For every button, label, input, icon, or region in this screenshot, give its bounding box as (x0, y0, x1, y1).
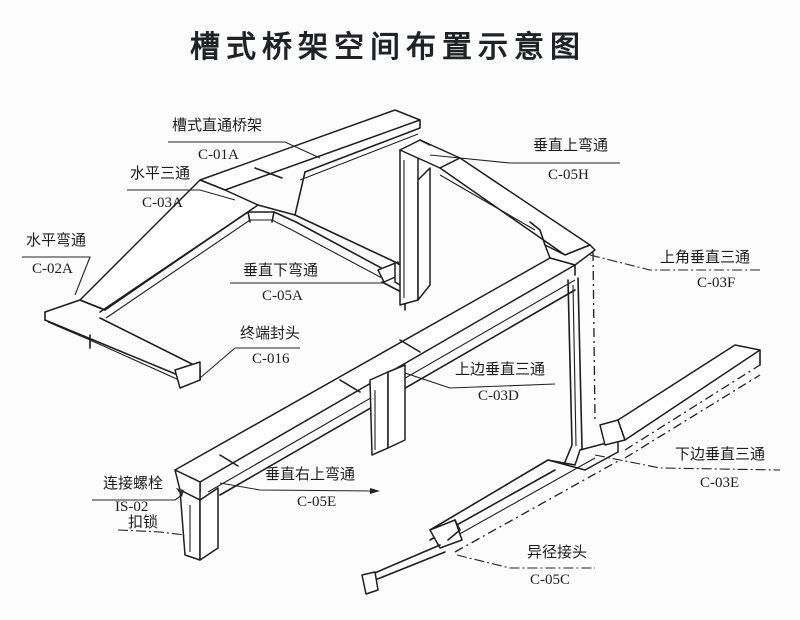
label-vertical-right-up-elbow-code: C-05E (297, 494, 337, 510)
label-straight-tray-code: C-01A (198, 147, 239, 163)
label-corner-vertical-tee-name: 上角垂直三通 (660, 248, 751, 266)
label-reducer-code: C-05C (530, 572, 571, 588)
lower-left-straight-tray (44, 317, 201, 389)
label-horizontal-elbow-code: C-02A (32, 261, 73, 277)
label-reducer-name: 异径接头 (527, 543, 588, 561)
label-lock-clip-name: 扣锁 (128, 513, 159, 531)
lower-vertical-tee-fitting (547, 419, 626, 471)
reducer-fitting (429, 519, 463, 549)
label-lower-vertical-tee-name: 下边垂直三通 (675, 445, 766, 463)
label-connection-bolt-code: IS-02 (115, 499, 149, 515)
label-vertical-up-elbow-name: 垂直上弯通 (533, 136, 609, 154)
label-upper-vertical-tee-name: 上边垂直三通 (455, 360, 546, 378)
label-horizontal-tee-code: C-03A (142, 195, 183, 211)
diagram-title: 槽式桥架空间布置示意图 (190, 30, 586, 65)
label-corner-vertical-tee-code: C-03F (697, 275, 736, 291)
small-tray-end (361, 544, 446, 595)
horizontal-tee-fitting (79, 171, 306, 319)
label-horizontal-tee-name: 水平三通 (130, 164, 191, 182)
label-end-cap-name: 终端封头 (240, 324, 301, 342)
label-horizontal-elbow-name: 水平弯通 (26, 231, 87, 249)
label-end-cap-code: C-016 (252, 351, 290, 367)
label-connection-bolt-name: 连接螺栓 (103, 474, 164, 492)
label-straight-tray-name: 槽式直通桥架 (172, 116, 263, 134)
label-vertical-right-up-elbow-name: 垂直右上弯通 (265, 465, 356, 483)
vertical-right-up-elbow-fitting (174, 469, 219, 561)
right-vertical-drop (564, 277, 583, 466)
lower-right-straight-tray (617, 344, 761, 459)
upper-vertical-tee-fitting (369, 364, 406, 456)
leader-lines (22, 141, 781, 569)
label-lower-vertical-tee-code: C-03E (700, 475, 740, 491)
label-upper-vertical-tee-code: C-03D (478, 388, 519, 404)
vertical-riser (399, 144, 441, 306)
label-vertical-down-elbow-name: 垂直下弯通 (243, 261, 319, 279)
label-vertical-up-elbow-code: C-05H (548, 167, 589, 183)
label-vertical-down-elbow-code: C-05A (262, 288, 303, 304)
